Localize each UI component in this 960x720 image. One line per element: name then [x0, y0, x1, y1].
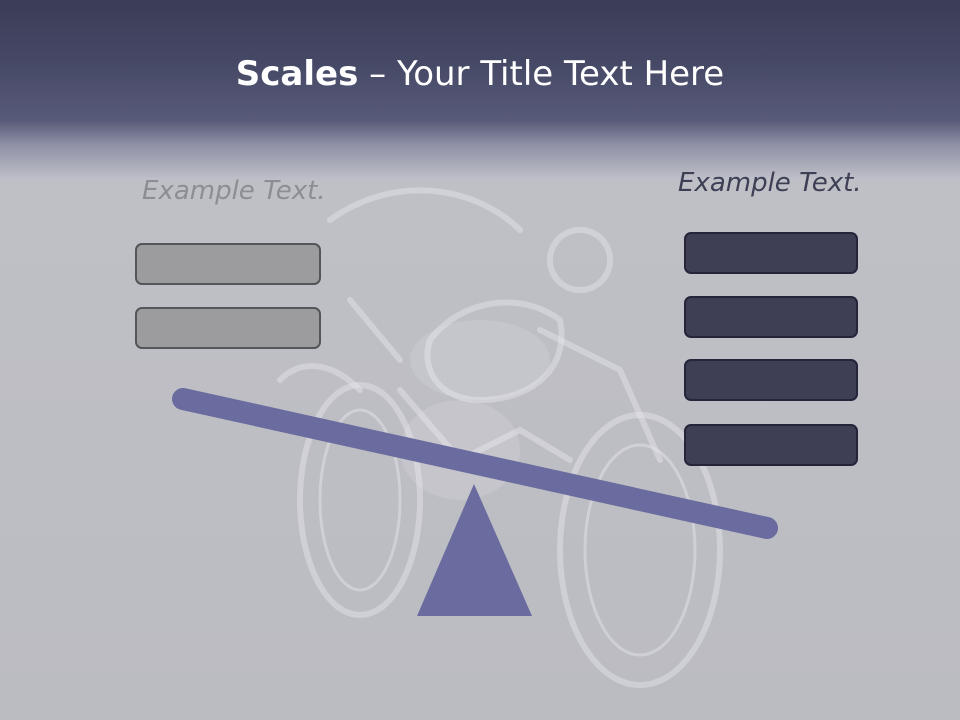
scale-fulcrum [417, 484, 532, 616]
right-text-box-2[interactable] [684, 296, 858, 338]
title-banner: Scales – Your Title Text Here [0, 0, 960, 180]
right-text-box-4[interactable] [684, 424, 858, 466]
title-rest: – Your Title Text Here [358, 54, 725, 94]
right-text-box-3[interactable] [684, 359, 858, 401]
right-text-box-1[interactable] [684, 232, 858, 274]
right-example-label: Example Text. [678, 168, 862, 198]
scale-beam [172, 388, 778, 539]
slide-title: Scales – Your Title Text Here [0, 52, 960, 96]
left-example-label: Example Text. [142, 176, 326, 206]
left-text-box-2[interactable] [135, 307, 321, 349]
title-bold: Scales [235, 54, 359, 94]
left-text-box-1[interactable] [135, 243, 321, 285]
